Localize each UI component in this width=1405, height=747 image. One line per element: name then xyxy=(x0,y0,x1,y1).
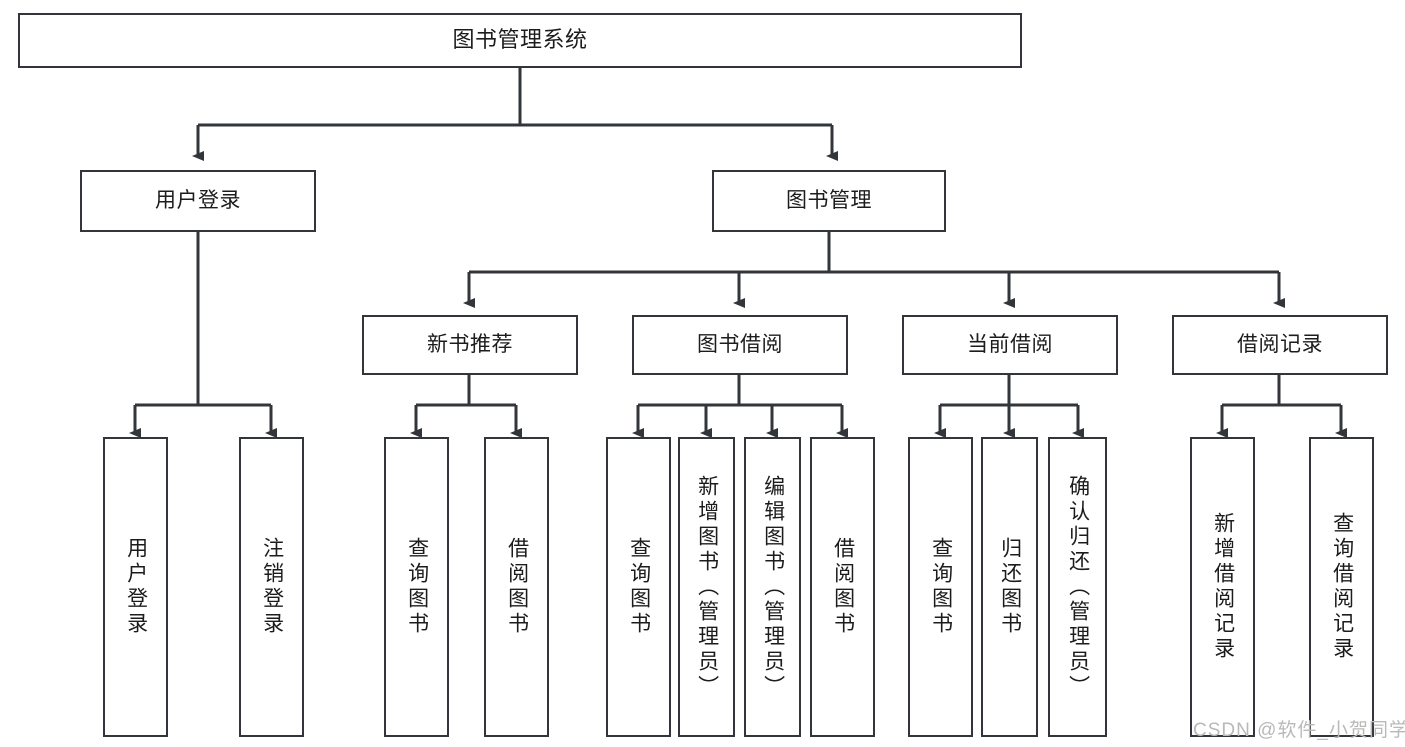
leaf-current-query-book[interactable]: 查询图书 xyxy=(908,437,973,737)
leaf-label: 新增借阅记录 xyxy=(1211,512,1235,662)
leaf-label: 编辑图书（管理员） xyxy=(761,474,785,700)
leaf-user-login-login[interactable]: 用户登录 xyxy=(103,437,168,737)
leaf-record-query-record[interactable]: 查询借阅记录 xyxy=(1309,437,1374,737)
node-book-borrow[interactable]: 图书借阅 xyxy=(632,315,848,375)
leaf-recommend-borrow-book[interactable]: 借阅图书 xyxy=(484,437,549,737)
node-borrow-record[interactable]: 借阅记录 xyxy=(1172,315,1388,375)
leaf-label: 查询图书 xyxy=(627,537,651,637)
leaf-label: 新增图书（管理员） xyxy=(695,474,719,700)
leaf-label: 查询图书 xyxy=(929,537,953,637)
node-root-system[interactable]: 图书管理系统 xyxy=(18,13,1022,68)
leaf-user-login-logout[interactable]: 注销登录 xyxy=(239,437,304,737)
leaf-label: 查询图书 xyxy=(405,537,429,637)
leaf-label: 归还图书 xyxy=(998,537,1022,637)
node-book-management[interactable]: 图书管理 xyxy=(712,170,946,232)
csdn-watermark: CSDN @软件_小贺同学 xyxy=(1193,720,1405,741)
leaf-borrow-add-book-admin[interactable]: 新增图书（管理员） xyxy=(678,437,735,737)
leaf-label: 注销登录 xyxy=(260,537,284,637)
leaf-label: 用户登录 xyxy=(124,537,148,637)
node-current-borrow[interactable]: 当前借阅 xyxy=(902,315,1118,375)
node-new-book-recommend[interactable]: 新书推荐 xyxy=(362,315,578,375)
node-user-login[interactable]: 用户登录 xyxy=(80,170,316,232)
leaf-borrow-query-book[interactable]: 查询图书 xyxy=(606,437,671,737)
leaf-record-add-record[interactable]: 新增借阅记录 xyxy=(1190,437,1255,737)
leaf-borrow-borrow-book[interactable]: 借阅图书 xyxy=(810,437,875,737)
leaf-label: 确认归还（管理员） xyxy=(1066,474,1090,700)
leaf-label: 借阅图书 xyxy=(505,537,529,637)
leaf-recommend-query-book[interactable]: 查询图书 xyxy=(384,437,449,737)
leaf-label: 查询借阅记录 xyxy=(1330,512,1354,662)
leaf-label: 借阅图书 xyxy=(831,537,855,637)
leaf-borrow-edit-book-admin[interactable]: 编辑图书（管理员） xyxy=(744,437,801,737)
leaf-current-confirm-return-admin[interactable]: 确认归还（管理员） xyxy=(1048,437,1107,737)
leaf-current-return-book[interactable]: 归还图书 xyxy=(981,437,1038,737)
